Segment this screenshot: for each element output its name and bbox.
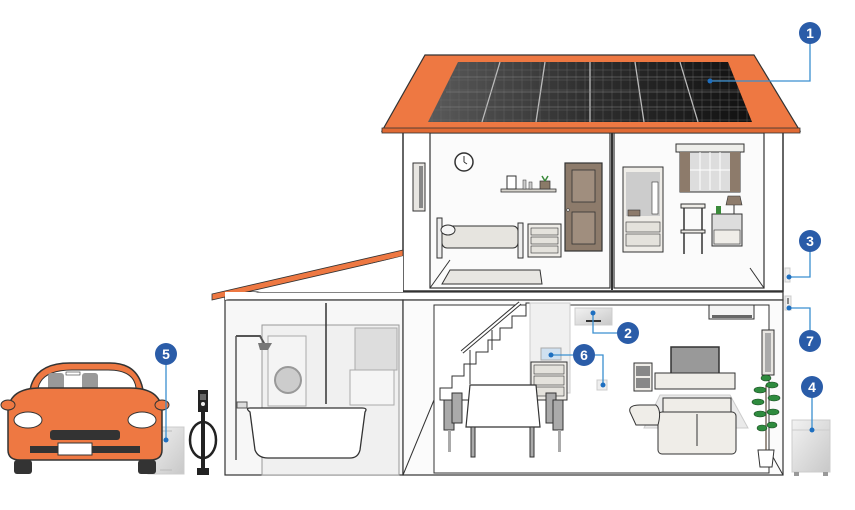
ev-charger — [188, 390, 218, 475]
dining-room — [443, 361, 568, 458]
lower-roof — [211, 249, 404, 301]
callout-badge-7: 7 — [799, 330, 821, 352]
callout-badge-4: 4 — [801, 376, 823, 398]
bathroom — [235, 303, 400, 476]
callout-badge-1: 1 — [799, 22, 821, 44]
callout-badge-2: 2 — [617, 322, 639, 344]
living-room — [629, 304, 781, 468]
electric-car — [0, 362, 170, 474]
dressing-room — [622, 143, 745, 254]
callout-badge-3: 3 — [799, 230, 821, 252]
callout-badge-6: 6 — [573, 344, 595, 366]
solar-panels — [428, 61, 752, 123]
callout-leaders — [165, 40, 813, 440]
bedroom — [412, 152, 603, 285]
callout-badge-5: 5 — [155, 343, 177, 365]
callout-anchor-dots — [163, 78, 815, 443]
